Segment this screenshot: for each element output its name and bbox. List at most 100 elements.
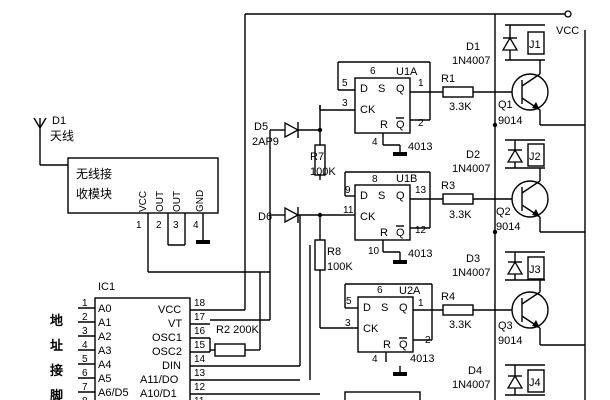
- d4-part: 1N4007: [452, 379, 491, 391]
- receiver-pin-labels: VCC OUT OUT GND: [138, 190, 206, 212]
- q3-part: 9014: [498, 335, 522, 347]
- ic1-pin-din: DIN: [162, 360, 181, 372]
- receiver-pin-gnd: GND: [195, 190, 206, 212]
- flipflop-u2a: [357, 296, 414, 353]
- u2a-q: Q: [399, 302, 408, 314]
- r3-value: 3.3K: [449, 209, 472, 221]
- r3-ref: R3: [441, 180, 455, 192]
- ic1-num-16: 16: [194, 326, 206, 337]
- q2-part: 9014: [496, 221, 520, 233]
- u1a-d: D: [360, 83, 368, 95]
- diode-d6-icon: [270, 206, 345, 224]
- ic1-num-14: 14: [194, 354, 206, 365]
- antenna-ref: D1: [52, 115, 66, 127]
- receiver-pin-out1: OUT: [155, 191, 166, 212]
- u1b-part: 4013: [408, 248, 432, 260]
- u2a-pin4: 4: [372, 354, 378, 365]
- d3-part: 1N4007: [452, 267, 491, 279]
- u2a-pin3: 3: [345, 318, 351, 329]
- r8-value: 100K: [327, 261, 353, 273]
- receiver-line2: 收模块: [76, 187, 112, 201]
- address-char-4: 脚: [50, 388, 63, 400]
- u2a-d: D: [363, 302, 371, 314]
- u1b-ref: U1B: [396, 173, 417, 185]
- relay-j3: [527, 256, 545, 280]
- vcc-label: VCC: [556, 25, 579, 37]
- diode-d3-icon: [506, 252, 524, 280]
- u2a-part: 4013: [410, 353, 434, 365]
- relay-j2-label: J2: [529, 151, 541, 163]
- ic1-pin-vt: VT: [168, 318, 182, 330]
- ic1-num-4: 4: [82, 340, 88, 351]
- u2a-ground-symbol: [393, 372, 407, 376]
- ic1-num-15: 15: [194, 340, 206, 351]
- u2a-r: R: [383, 339, 391, 351]
- diode-d5-icon: [270, 121, 320, 139]
- u2a-pin6: 6: [377, 285, 383, 296]
- relay-j3-label: J3: [529, 264, 541, 276]
- ic1-num-1: 1: [82, 298, 88, 309]
- ic1-num-18: 18: [194, 298, 206, 309]
- junction-dot: [492, 229, 498, 235]
- receiver-pin-out2: OUT: [172, 191, 183, 212]
- u1a-ground-symbol: [393, 152, 407, 156]
- ic1-pin-osc2: OSC2: [152, 346, 182, 358]
- ic1-left-pins: [78, 307, 95, 393]
- relay-j4: [527, 369, 545, 393]
- q2-ref: Q2: [496, 206, 511, 218]
- u1a-part: 4013: [408, 141, 432, 153]
- u1a-r: R: [380, 119, 388, 131]
- u1b-ck: CK: [360, 211, 376, 223]
- ic1-chip: [94, 297, 191, 400]
- address-char-1: 地: [50, 313, 63, 329]
- ic1-pin-a11do: A11/DO: [140, 374, 179, 386]
- receiver-pin-vcc: VCC: [138, 191, 149, 212]
- ic1-num-17: 17: [194, 312, 206, 323]
- u2a-qb: Q: [399, 339, 408, 351]
- u2a-ref: U2A: [399, 285, 421, 297]
- d1-ref: D1: [466, 41, 480, 53]
- ic1-num-6: 6: [82, 368, 88, 379]
- ic1-num-3: 3: [82, 326, 88, 337]
- transistor-q1-icon: [511, 60, 549, 125]
- q3-ref: Q3: [498, 320, 513, 332]
- ic1-pin-a1: A1: [98, 317, 111, 329]
- flipflop-u1b: [354, 184, 411, 241]
- resistor-r3: [442, 193, 474, 205]
- d5-part: 2AP9: [252, 136, 279, 148]
- ic1-pin-a4: A4: [98, 359, 111, 371]
- transistor-q2-icon: [511, 168, 549, 232]
- d6-ref: D6: [258, 211, 272, 223]
- address-char-2: 址: [50, 338, 63, 354]
- u1b-pin12: 12: [415, 225, 427, 236]
- receiver-pinnum-1: 1: [136, 220, 142, 231]
- ic1-num-7: 7: [82, 382, 88, 393]
- r4-ref: R4: [441, 291, 455, 303]
- u1a-pin5: 5: [342, 78, 348, 89]
- q1-part: 9014: [498, 115, 522, 127]
- ic1-pin-a0: A0: [98, 303, 111, 315]
- u2a-ck: CK: [363, 323, 379, 335]
- u1a-qb: Q: [396, 119, 405, 131]
- u1b-qb: Q: [396, 227, 405, 239]
- u1a-s: S: [378, 83, 385, 95]
- u1a-pin1: 1: [418, 78, 424, 89]
- u1b-pin13: 13: [415, 185, 427, 196]
- u1a-pin6: 6: [370, 66, 376, 77]
- r2-label: R2 200K: [216, 324, 259, 336]
- relay-j4-label: J4: [529, 377, 541, 389]
- receiver-pinnum-3: 3: [173, 220, 179, 231]
- r8-ref: R8: [327, 246, 341, 258]
- ic1-ref: IC1: [98, 281, 115, 293]
- d1-part: 1N4007: [452, 55, 491, 67]
- diode-d1-icon: [501, 25, 519, 60]
- junction-dot: [317, 212, 323, 218]
- vcc-terminal: [564, 10, 572, 18]
- u1b-q: Q: [396, 190, 405, 202]
- d4-ref: D4: [468, 365, 482, 377]
- u1a-pin4: 4: [372, 137, 378, 148]
- ic1-pin-osc1: OSC1: [152, 332, 182, 344]
- ic1-pin-a10d1: A10/D1: [140, 388, 177, 400]
- ic1-num-12: 12: [194, 382, 206, 393]
